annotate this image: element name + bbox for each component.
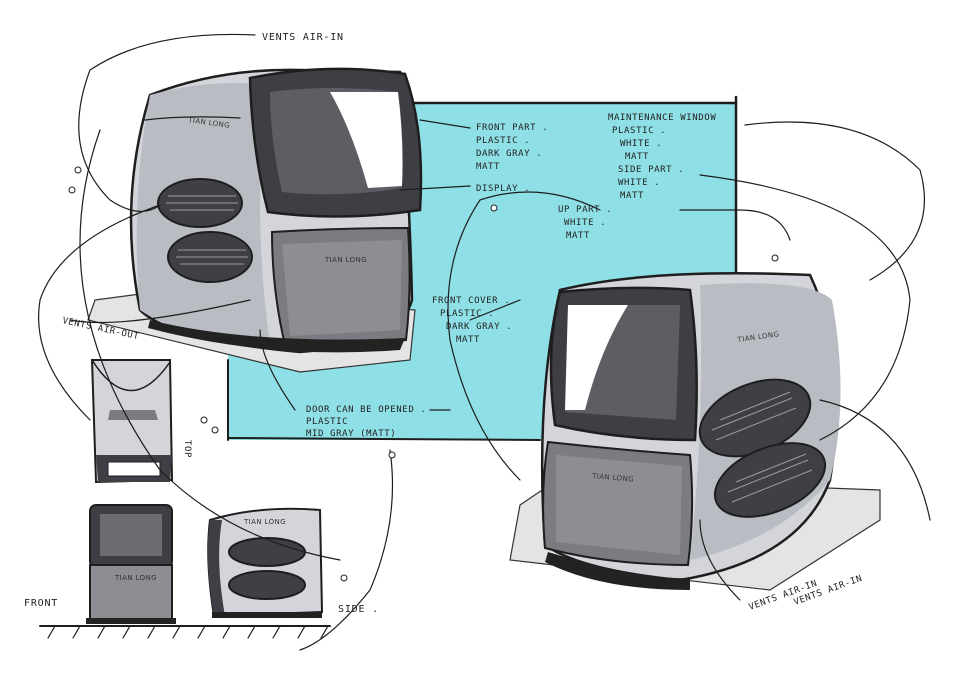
label-front-cover-finish: MATT — [456, 335, 480, 345]
right-product-sketch: TIAN LONG TIAN LONG — [509, 272, 881, 591]
top-view-sketch: TOP — [90, 359, 192, 484]
label-front-cover-color: DARK GRAY . — [446, 322, 512, 332]
label-maintenance-color: WHITE . — [620, 139, 662, 149]
label-maintenance-window: MAINTENANCE WINDOW — [608, 113, 716, 123]
label-side-view: SIDE . — [338, 604, 379, 615]
label-maintenance-finish: MATT — [625, 152, 649, 162]
brand-mark-right-door: TIAN LONG — [591, 472, 635, 484]
label-front-part-finish: MATT — [476, 162, 500, 172]
label-up-finish: MATT — [566, 231, 590, 241]
label-side-finish: MATT — [620, 191, 644, 201]
label-front-cover: FRONT COVER . — [432, 296, 510, 306]
label-front-part-color: DARK GRAY . — [476, 149, 542, 159]
label-side-color: WHITE . — [618, 178, 660, 188]
label-door-material: PLASTIC — [306, 417, 348, 427]
label-side-part: SIDE PART . — [618, 165, 684, 175]
brand-mark-front-view: TIAN LONG — [114, 574, 157, 582]
top-view-label: TOP — [182, 440, 192, 458]
label-vents-air-in-top: VENTS AIR-IN — [262, 32, 344, 43]
leader-lines — [38, 33, 931, 651]
label-front-cover-material: PLASTIC . — [440, 309, 494, 319]
leader-dots — [68, 166, 779, 582]
label-up-part: UP PART . — [558, 205, 612, 215]
label-up-color: WHITE . — [564, 218, 606, 228]
label-maintenance-material: PLASTIC . — [612, 126, 666, 136]
label-front-part-material: PLASTIC . — [476, 136, 530, 146]
ground-line — [39, 625, 331, 639]
side-view-sketch: TIAN LONG — [207, 507, 324, 618]
main-product-sketch: TIAN LONG TIAN LONG — [87, 67, 423, 373]
brand-mark-side-view: TIAN LONG — [243, 518, 286, 526]
label-front-view: FRONT — [24, 598, 58, 609]
label-front-part: FRONT PART . — [476, 123, 548, 133]
label-door-color: MID GRAY (MATT) — [306, 429, 396, 439]
label-door-note: DOOR CAN BE OPENED . — [306, 405, 426, 415]
front-view-sketch: TIAN LONG — [86, 504, 176, 624]
label-display: DISPLAY . — [476, 184, 530, 194]
brand-mark-main-door: TIAN LONG — [324, 256, 367, 264]
